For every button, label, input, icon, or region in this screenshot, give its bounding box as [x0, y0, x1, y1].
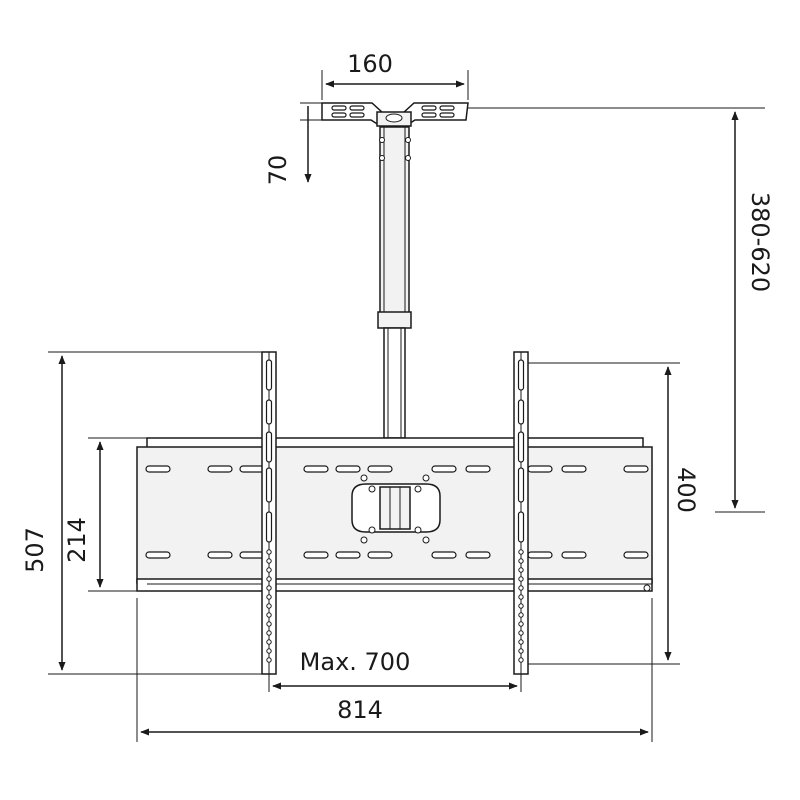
upper-slot-row [145, 465, 649, 473]
arm-hole [266, 594, 272, 600]
arm-hole [266, 621, 272, 627]
arm-slot [265, 511, 273, 543]
mounting-slot [303, 465, 329, 473]
mounting-slot [335, 551, 361, 559]
label-380-620: 380-620 [746, 192, 774, 292]
label-507: 507 [21, 527, 49, 573]
arm-hole [518, 657, 524, 663]
arm-hole [518, 648, 524, 654]
mounting-slot [527, 551, 553, 559]
arm-hole [266, 567, 272, 573]
arm-hole [518, 630, 524, 636]
label-70: 70 [264, 155, 292, 186]
mounting-slot [207, 551, 233, 559]
arm-hole [266, 549, 272, 555]
arm-slot [517, 511, 525, 543]
arm-hole [518, 594, 524, 600]
mounting-slot [465, 465, 491, 473]
arm-slot [517, 399, 525, 425]
mounting-slot [623, 551, 649, 559]
lower-slot-row [145, 551, 649, 559]
mounting-slot [207, 465, 233, 473]
arm-slot [265, 399, 273, 425]
arm-hole [518, 621, 524, 627]
arm-hole [518, 603, 524, 609]
dimension-lines [58, 80, 739, 736]
arm-slot [265, 359, 273, 391]
mounting-slot [367, 551, 393, 559]
arm-hole [518, 576, 524, 582]
arm-hole [266, 576, 272, 582]
extension-pole [377, 126, 412, 439]
mounting-slot [561, 551, 587, 559]
arm-hole [266, 603, 272, 609]
arm-slot [517, 431, 525, 463]
mounting-slot [145, 551, 171, 559]
extension-lines [48, 70, 765, 742]
mounting-slot [561, 465, 587, 473]
label-160: 160 [347, 50, 393, 78]
arm-hole [266, 612, 272, 618]
arm-hole [518, 549, 524, 555]
arm-hole [518, 639, 524, 645]
arm-hole [518, 558, 524, 564]
label-214: 214 [63, 517, 91, 563]
label-400: 400 [672, 467, 700, 513]
arm-hole [266, 639, 272, 645]
arm-slot [265, 467, 273, 503]
tv-mounting-plate [136, 437, 653, 592]
mounting-slot [431, 465, 457, 473]
mounting-slot [527, 465, 553, 473]
arm-hole [266, 630, 272, 636]
label-max-700: Max. 700 [300, 648, 411, 676]
arm-hole [518, 567, 524, 573]
mounting-slot [239, 551, 265, 559]
arm-hole [518, 585, 524, 591]
mounting-slot [145, 465, 171, 473]
dimension-labels: 160 70 380-620 507 214 400 Max. 700 814 [21, 50, 774, 724]
arm-slot [517, 467, 525, 503]
tilt-hub [351, 474, 441, 544]
left-vertical-arm [261, 351, 277, 675]
arm-hole [266, 657, 272, 663]
mounting-slot [465, 551, 491, 559]
label-814: 814 [337, 696, 383, 724]
mounting-slot [367, 465, 393, 473]
arm-slot [265, 431, 273, 463]
mounting-slot [239, 465, 265, 473]
mounting-slot [623, 465, 649, 473]
mounting-slot [431, 551, 457, 559]
ceiling-plate [321, 102, 469, 128]
arm-hole [266, 558, 272, 564]
arm-hole [518, 612, 524, 618]
arm-hole [266, 648, 272, 654]
mounting-slot [335, 465, 361, 473]
right-vertical-arm [513, 351, 529, 675]
arm-hole [266, 585, 272, 591]
arm-slot [517, 359, 525, 391]
mounting-slot [303, 551, 329, 559]
